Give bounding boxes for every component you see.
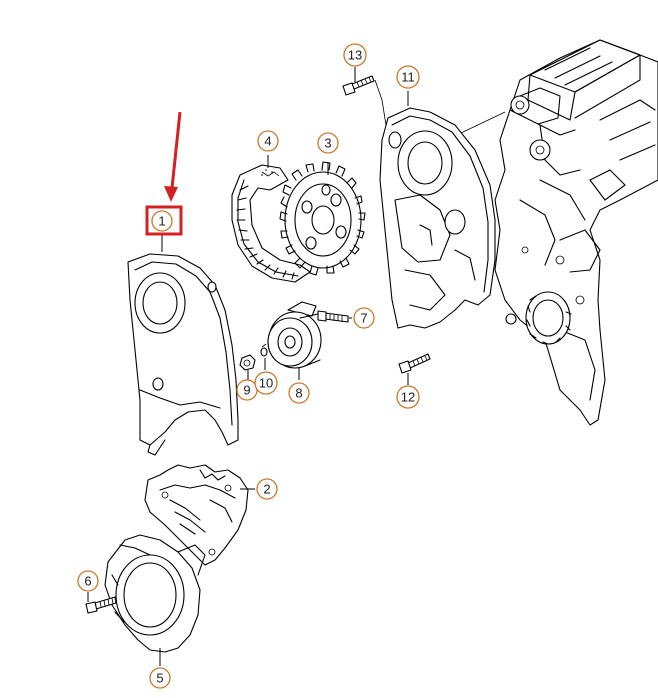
- callout-5-label: 5: [156, 671, 163, 686]
- bolt-6: [85, 596, 117, 614]
- bolt-12: [398, 353, 431, 374]
- upper-timing-cover: [127, 253, 239, 456]
- callout-6: 6: [77, 570, 99, 592]
- callout-9-label: 9: [243, 383, 250, 398]
- callout-10: 10: [254, 371, 278, 395]
- callout-8-label: 8: [295, 386, 302, 401]
- bolt-13: [342, 75, 375, 96]
- camshaft-sprocket: [279, 161, 366, 276]
- part-1-highlight-box: [145, 205, 183, 236]
- callout-5: 5: [149, 667, 171, 689]
- callout-6-label: 6: [84, 574, 91, 589]
- washer-10: [260, 343, 268, 357]
- callout-7-label: 7: [360, 311, 367, 326]
- callout-7: 7: [353, 307, 375, 329]
- callout-1-label: 1: [158, 214, 165, 229]
- callout-8: 8: [288, 382, 310, 404]
- callout-2: 2: [256, 478, 278, 500]
- bolt-7: [317, 310, 349, 323]
- callout-3: 3: [317, 132, 339, 154]
- bolt-13-line: [374, 79, 387, 126]
- lower-timing-cover: [104, 534, 206, 653]
- callout-12-label: 12: [401, 390, 415, 405]
- callout-4: 4: [257, 130, 279, 152]
- leader-lines: [87, 67, 409, 666]
- callout-13: 13: [343, 43, 367, 67]
- tensioner-pulley: [267, 301, 322, 369]
- middle-timing-cover: [144, 464, 249, 566]
- callout-4-label: 4: [264, 134, 271, 149]
- callout-13-label: 13: [348, 48, 362, 63]
- red-arrow-icon: [164, 111, 182, 202]
- callout-3-label: 3: [324, 136, 331, 151]
- callout-2-label: 2: [263, 482, 270, 497]
- rear-timing-cover: [379, 107, 496, 329]
- engine-block: [494, 39, 658, 426]
- nut-9: [239, 354, 256, 371]
- callout-10-label: 10: [259, 376, 273, 391]
- callout-1: 1: [151, 210, 173, 232]
- timing-belt: [231, 164, 311, 283]
- callout-9: 9: [236, 379, 258, 401]
- callout-11: 11: [396, 65, 420, 89]
- callout-12: 12: [396, 385, 420, 409]
- callout-11-label: 11: [401, 70, 415, 85]
